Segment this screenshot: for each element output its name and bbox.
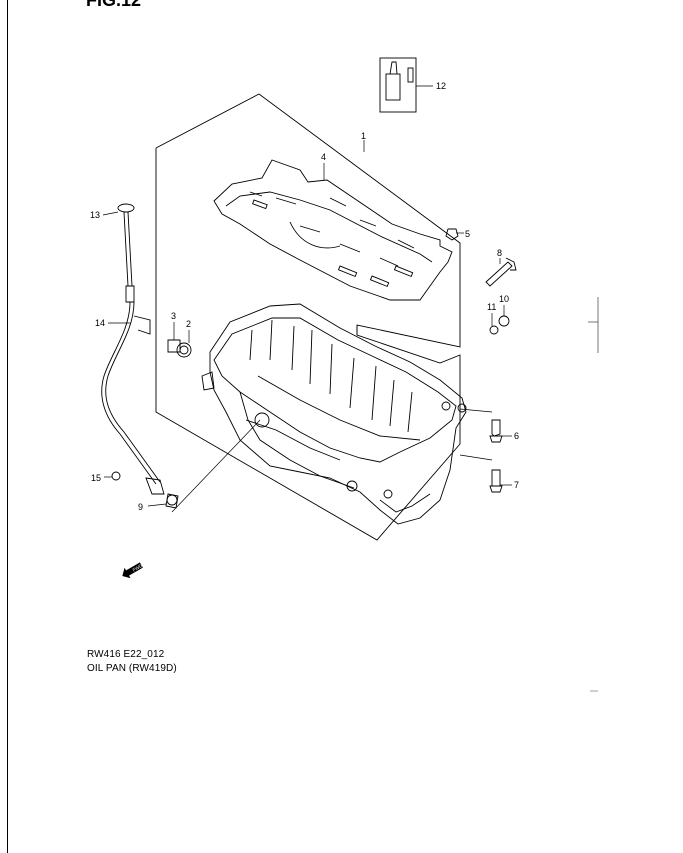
callout-11: 11 — [487, 302, 496, 312]
callout-12: 12 — [436, 81, 446, 91]
page-left-border — [7, 0, 8, 853]
fwd-arrow-icon: FWD — [122, 562, 144, 579]
fasteners — [111, 228, 517, 509]
dipstick-part — [101, 203, 165, 495]
leader-lines — [102, 85, 512, 513]
callout-14: 14 — [95, 318, 105, 328]
callout-labels: 1 2 3 4 5 6 7 8 9 10 11 12 13 14 15 — [90, 81, 519, 512]
sealant-kit-part — [379, 57, 417, 113]
callout-7: 7 — [514, 480, 519, 490]
figure-code: RW416 E22_012 — [87, 649, 165, 660]
fwd-label: FWD — [132, 563, 144, 573]
callout-5: 5 — [465, 229, 470, 239]
callout-15: 15 — [91, 473, 101, 483]
callout-8: 8 — [497, 248, 502, 258]
callout-6: 6 — [514, 431, 519, 441]
oil-pan-body-part — [201, 303, 467, 525]
assembly-frame — [155, 93, 461, 541]
callout-4: 4 — [321, 152, 326, 162]
baffle-plate-part — [213, 159, 453, 301]
callout-1: 1 — [361, 131, 366, 141]
callout-9: 9 — [138, 502, 143, 512]
callout-13: 13 — [90, 210, 100, 220]
figure-name: OIL PAN (RW419D) — [87, 663, 177, 674]
callout-3: 3 — [171, 311, 176, 321]
figure-title: FIG.12 — [86, 0, 142, 10]
callout-2: 2 — [186, 319, 191, 329]
callout-10: 10 — [499, 294, 509, 304]
